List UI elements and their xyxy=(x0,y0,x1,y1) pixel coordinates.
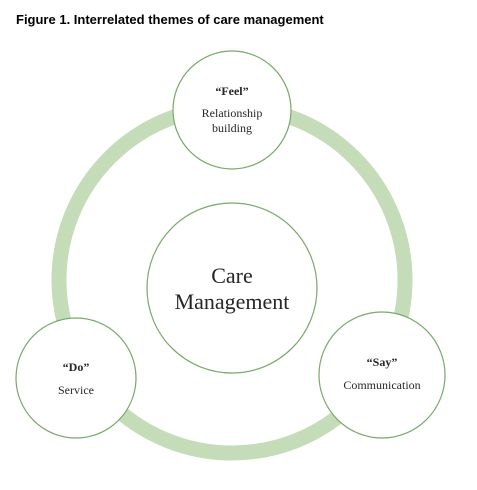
theme-node-feel: “Feel” Relationship building xyxy=(172,50,292,170)
center-node: Care Management xyxy=(146,202,318,374)
theme-desc-feel-line-2: building xyxy=(212,121,252,135)
theme-node-do: “Do” Service xyxy=(15,317,137,439)
theme-label-feel: “Feel” xyxy=(215,84,248,98)
theme-circle-do xyxy=(15,317,137,439)
center-line-1: Care xyxy=(211,263,253,288)
center-line-2: Management xyxy=(175,289,290,314)
figure-title: Figure 1. Interrelated themes of care ma… xyxy=(16,12,324,27)
theme-circle-say xyxy=(318,311,446,439)
theme-desc-feel-line-1: Relationship xyxy=(202,106,263,120)
theme-label-say: “Say” xyxy=(367,355,398,369)
theme-node-say: “Say” Communication xyxy=(318,311,446,439)
theme-circle-feel xyxy=(172,50,292,170)
center-circle xyxy=(146,202,318,374)
theme-desc-say-line-1: Communication xyxy=(343,378,420,392)
theme-desc-do-line-1: Service xyxy=(58,383,94,397)
theme-label-do: “Do” xyxy=(63,360,90,374)
